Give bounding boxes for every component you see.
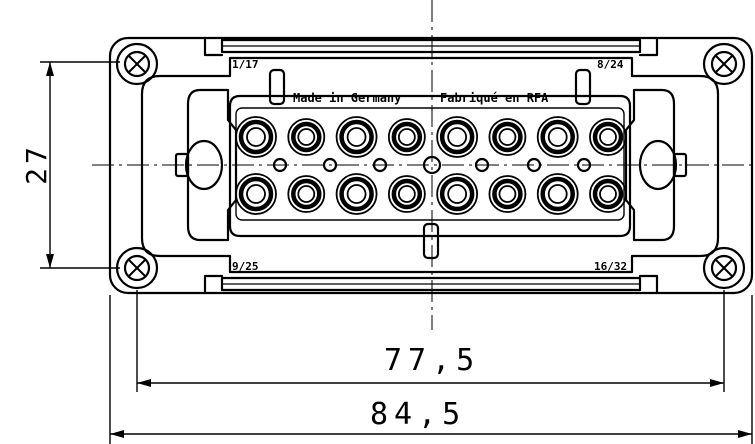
screw-top-left [115,42,159,86]
contacts-top-row [235,116,627,158]
bottom-row-contact-4 [387,175,426,213]
top-row-contact-4 [387,118,426,156]
coding-tab-bottom [422,222,440,260]
pin-label-bottom-left: 9/25 [232,260,259,273]
top-row-contact-2 [287,118,326,156]
pin-label-top-right: 8/24 [597,58,624,71]
top-row-contact-8 [589,118,627,156]
pin-label-top-left: 1/17 [232,58,259,71]
contacts-bottom-row [235,173,627,215]
dimension-inner-width: 77,5 [384,343,481,378]
dimension-height: 27 [19,143,53,185]
bottom-row-contact-6 [488,175,527,213]
coding-tab-left [268,68,286,106]
top-row-contact-1 [235,116,277,158]
bottom-row-contact-5 [436,173,479,215]
coding-tab-right [574,68,592,106]
imprint-made-in: Made in Germany [293,91,402,105]
screw-bottom-left [115,246,159,290]
bottom-row-contact-3 [335,173,378,215]
pin-label-bottom-right: 16/32 [594,260,628,273]
bottom-row-contact-7 [536,173,579,215]
contact-insert [228,94,632,238]
dimension-outer-width: 84,5 [370,397,467,432]
imprint-fabrique: Fabriqué en RFA [440,91,549,105]
right-latch [624,88,676,242]
top-row-contact-3 [335,116,378,158]
bottom-row-contact-8 [589,175,627,213]
screw-bottom-right [702,246,746,290]
top-row-contact-5 [436,116,479,158]
bottom-row-contact-1 [235,173,277,215]
bottom-row-contact-2 [287,175,326,213]
screw-top-right [702,42,746,86]
top-row-contact-7 [536,116,579,158]
top-row-contact-6 [488,118,527,156]
